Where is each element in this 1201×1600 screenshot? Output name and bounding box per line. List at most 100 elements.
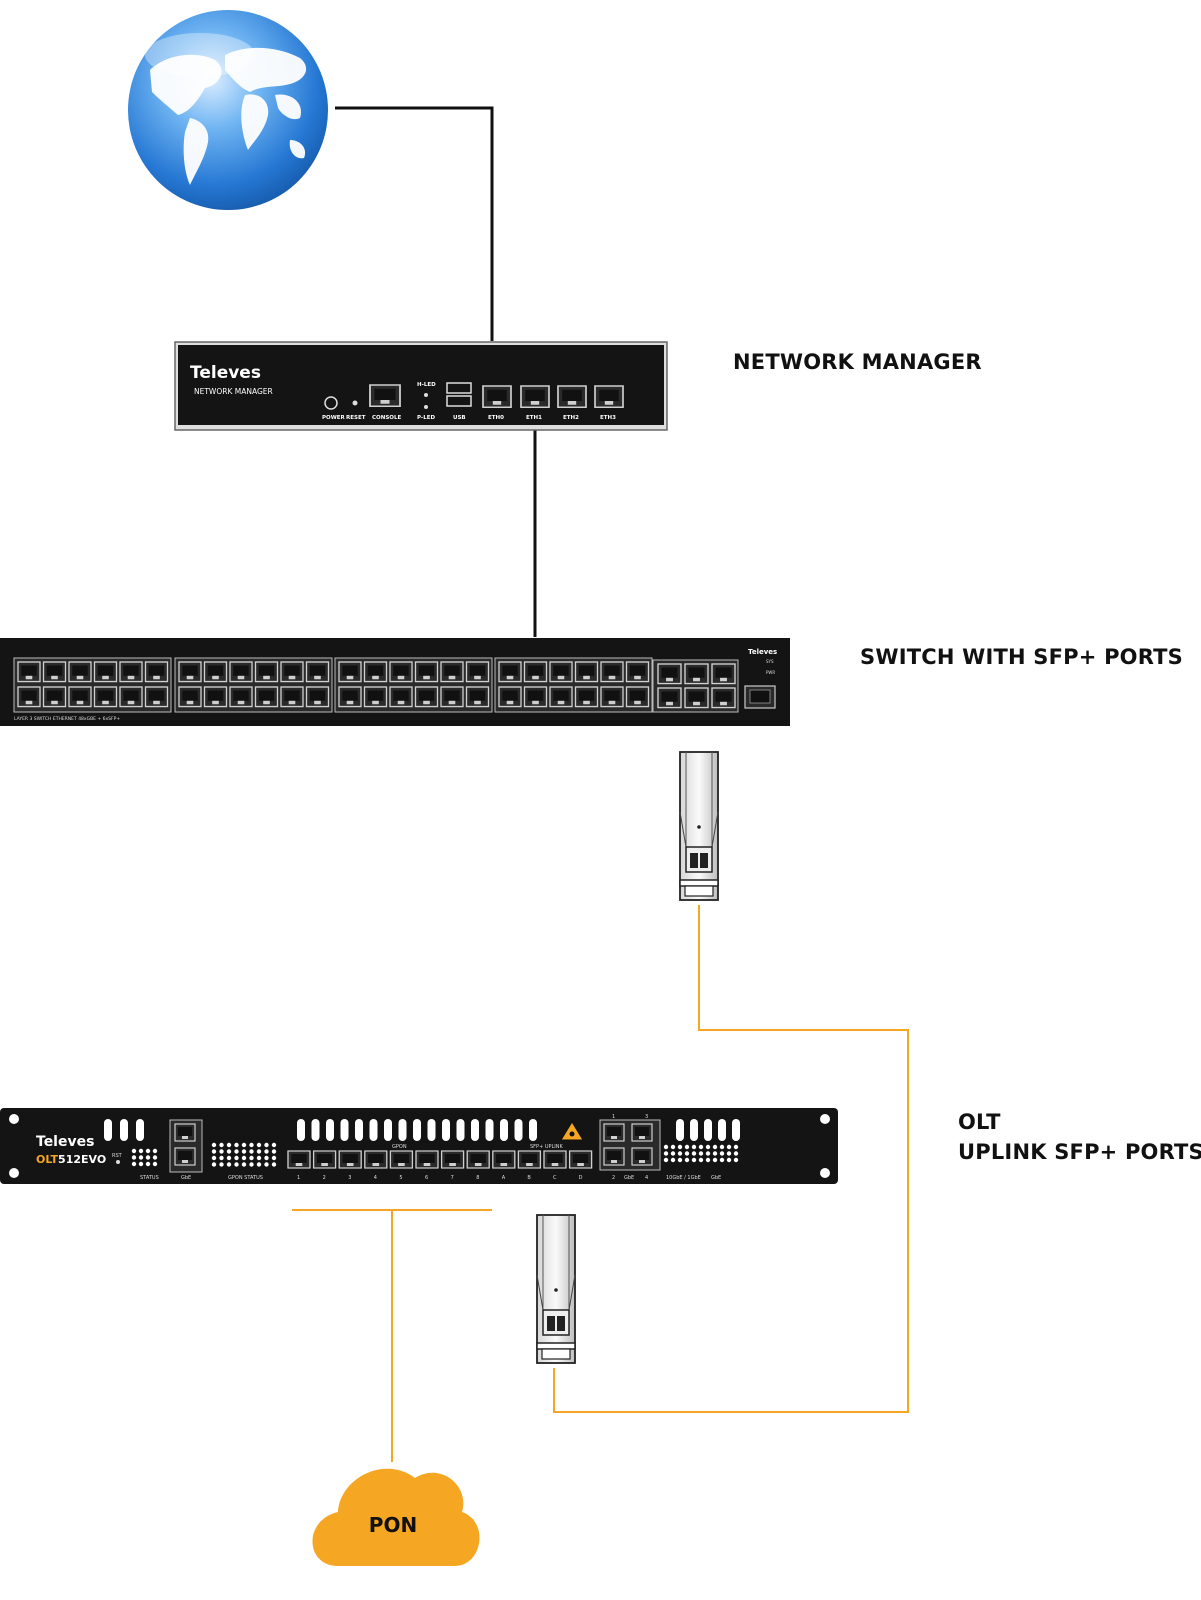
- olt-pon-port: [466, 1150, 490, 1169]
- olt-pon-port-number: 8: [476, 1175, 479, 1181]
- label-power: POWER: [322, 415, 346, 421]
- olt-brand: Televes: [36, 1134, 94, 1150]
- switch-rj45-port: [523, 686, 548, 708]
- olt-label-sfp-uplink: SFP+ UPLINK: [530, 1144, 564, 1150]
- switch-rj45-port: [600, 661, 624, 683]
- label-p-led: P-LED: [417, 415, 435, 421]
- switch-rj45-port: [17, 686, 41, 708]
- switch-brand: Televes: [748, 648, 777, 656]
- olt-label-gbe-right: GbE: [711, 1175, 721, 1181]
- olt-pon-port-number: 4: [374, 1175, 377, 1181]
- olt-label-rst: RST: [112, 1153, 123, 1159]
- olt-pon-port-number: 2: [323, 1175, 326, 1181]
- olt-gbe-port-1: [174, 1123, 196, 1142]
- olt-pon-port: [287, 1150, 311, 1169]
- switch-sfp-port: [657, 663, 682, 685]
- switch-rj45-port: [625, 661, 650, 683]
- eth3-port: [594, 385, 624, 409]
- olt-uplink-port-3: [631, 1123, 653, 1142]
- olt-pon-port: [312, 1150, 337, 1169]
- switch-sfp-port: [657, 687, 682, 709]
- olt-label-status: STATUS: [140, 1175, 159, 1181]
- switch-sfp-port: [711, 663, 736, 685]
- olt-uplink-num-2: 2: [612, 1175, 615, 1181]
- switch-rj45-port: [280, 661, 304, 683]
- switch-rj45-port: [523, 661, 548, 683]
- switch-rj45-port: [549, 661, 573, 683]
- switch-led-sys: SYS: [766, 659, 774, 664]
- olt-pon-port-number: 7: [451, 1175, 454, 1181]
- switch-rj45-port: [338, 661, 362, 683]
- switch-rj45-port: [42, 686, 67, 708]
- olt-pon-port-number: 6: [425, 1175, 428, 1181]
- switch-rj45-port: [17, 661, 41, 683]
- switch-rj45-port: [68, 686, 92, 708]
- olt-uplink-port-1: [603, 1123, 625, 1142]
- console-port: [369, 384, 401, 408]
- switch-rj45-port: [574, 661, 599, 683]
- label-reset: RESET: [346, 415, 366, 421]
- switch-rj45-port: [178, 661, 202, 683]
- switch-device: Televes SYS PWR LAYER 3 SWITCH ETHERNET …: [0, 638, 790, 726]
- olt-gbe-port-2: [174, 1147, 196, 1166]
- switch-rj45-port: [119, 661, 143, 683]
- switch-rj45-port: [229, 686, 253, 708]
- switch-sfp-port: [684, 663, 709, 685]
- switch-rj45-port: [119, 686, 143, 708]
- power-button[interactable]: [324, 396, 338, 410]
- switch-rj45-port: [203, 661, 228, 683]
- switch-rj45-port: [498, 661, 522, 683]
- switch-rj45-port: [440, 686, 464, 708]
- olt-model: OLT512EVO: [36, 1153, 106, 1166]
- sfp-module-icon: [536, 1214, 576, 1364]
- usb-ports: [446, 382, 472, 407]
- switch-rj45-port: [574, 686, 599, 708]
- switch-rj45-port: [440, 661, 464, 683]
- olt-uplink-port-4: [631, 1147, 653, 1166]
- switch-led-pwr: PWR: [766, 670, 775, 675]
- switch-rj45-port: [280, 686, 304, 708]
- olt-pon-port-number: 3: [348, 1175, 351, 1181]
- label-olt: OLT: [958, 1110, 1001, 1134]
- olt-pon-port: [568, 1150, 593, 1169]
- switch-sfp-port: [684, 687, 709, 709]
- network-manager-model: NETWORK MANAGER: [194, 387, 273, 396]
- label-switch: SWITCH WITH SFP+ PORTS: [860, 645, 1183, 669]
- label-eth1: ETH1: [526, 415, 542, 421]
- olt-pon-port-number: 5: [399, 1175, 402, 1181]
- olt-pon-port: [389, 1150, 414, 1169]
- reset-button[interactable]: [352, 400, 358, 406]
- switch-rj45-port: [389, 661, 413, 683]
- switch-rj45-port: [42, 661, 67, 683]
- switch-rj45-port: [93, 686, 118, 708]
- switch-rj45-port: [414, 686, 439, 708]
- ethernet-cable-internet: [335, 106, 494, 341]
- olt-pon-port: [364, 1150, 388, 1169]
- olt-pon-port-number: A: [502, 1175, 506, 1181]
- switch-rj45-port: [498, 686, 522, 708]
- switch-rj45-port: [178, 686, 202, 708]
- olt-uplink-port-2: [603, 1147, 625, 1166]
- switch-port-groups: [13, 657, 653, 713]
- switch-rj45-port: [203, 686, 228, 708]
- switch-rj45-port: [254, 686, 279, 708]
- switch-description: LAYER 3 SWITCH ETHERNET 48xGBE + 6xSFP+: [14, 716, 120, 722]
- olt-pon-port: [517, 1150, 542, 1169]
- switch-rj45-port: [465, 686, 490, 708]
- olt-pon-port-number: C: [553, 1175, 557, 1181]
- olt-pon-port: [543, 1150, 567, 1169]
- label-eth0: ETH0: [488, 415, 504, 421]
- olt-label-gbe-uplink: GbE: [624, 1175, 634, 1181]
- network-manager-brand: Televes: [190, 363, 261, 383]
- olt-status-leds: [131, 1142, 739, 1167]
- switch-rj45-port: [414, 661, 439, 683]
- switch-rj45-port: [305, 661, 330, 683]
- switch-rj45-port: [625, 686, 650, 708]
- label-console: CONSOLE: [372, 415, 401, 421]
- network-manager-device: Televes NETWORK MANAGER POWER RESET CONS…: [174, 341, 668, 431]
- switch-rj45-port: [254, 661, 279, 683]
- olt-pon-port-number: 1: [297, 1175, 300, 1181]
- sfp-module-icon: [679, 751, 719, 901]
